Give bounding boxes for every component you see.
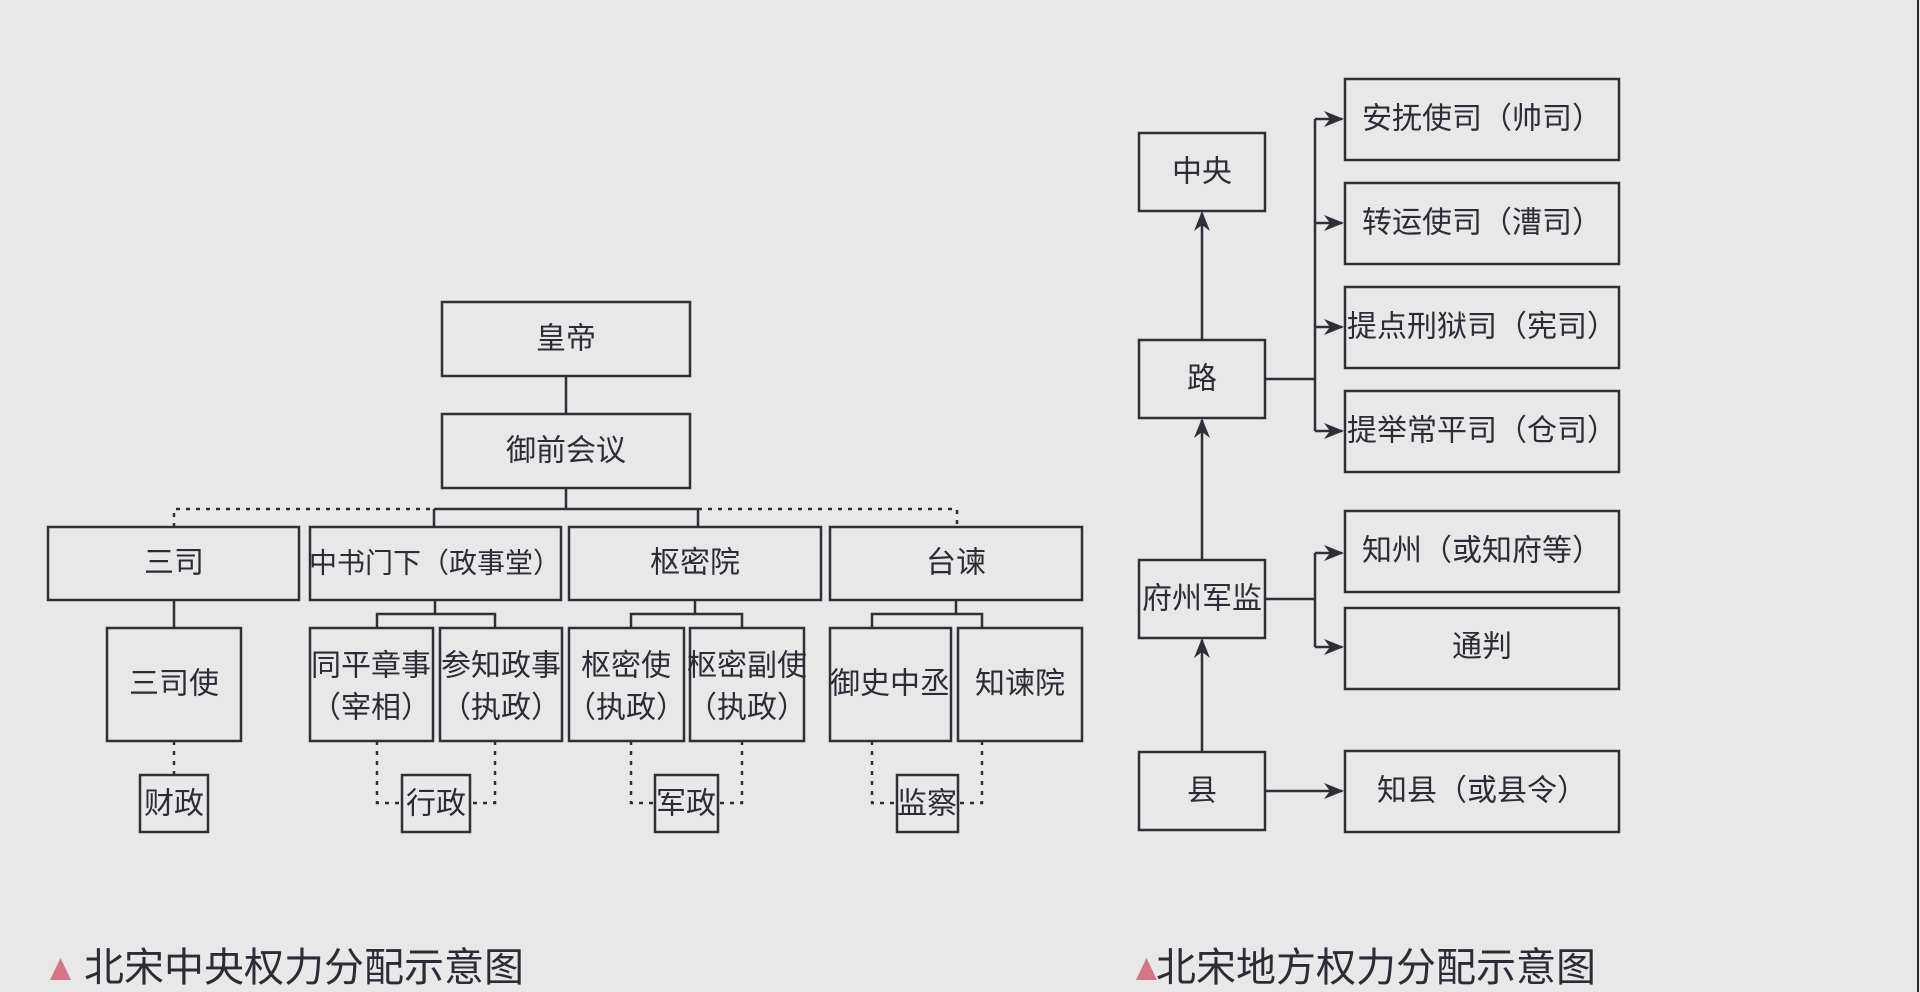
node-dept-shumi: 枢密院 <box>567 525 823 602</box>
zhijianyuan-label: 知谏院 <box>975 667 1065 702</box>
dotted-shumi-military <box>629 741 744 805</box>
node-council: 御前会议 <box>440 412 692 490</box>
canzhizhengshi-note: （执政） <box>441 691 561 726</box>
local-power-diagram: 中央 路 府州军监 县 安抚使司（帅司） 转运使司（漕司） <box>1136 77 1621 991</box>
yushizhongcheng-label: 御史中丞 <box>830 667 950 702</box>
node-lu-label: 路 <box>1187 362 1217 397</box>
node-lu: 路 <box>1137 338 1267 420</box>
node-tongpan: 通判 <box>1343 606 1621 691</box>
node-emperor: 皇帝 <box>440 300 692 378</box>
node-tijuchangpingsi: 提举常平司（仓司） <box>1343 389 1621 474</box>
shumifushi-note: （执政） <box>687 691 807 726</box>
triangle-marker-icon <box>1136 958 1157 980</box>
node-fuzhoujunjian: 府州军监 <box>1137 558 1267 640</box>
shumifushi-label: 枢密副使 <box>687 649 807 684</box>
central-power-diagram: 皇帝 御前会议 三司 中书门下（政事堂） 枢密院 台谏 <box>46 300 1084 991</box>
shumishi-label: 枢密使 <box>581 649 671 684</box>
zhixian-label: 知县（或县令） <box>1377 774 1587 809</box>
dept-taijian-label: 台谏 <box>926 546 986 581</box>
node-xian-label: 县 <box>1187 774 1217 809</box>
sansishi-label: 三司使 <box>129 667 219 702</box>
power-administration-label: 行政 <box>406 787 466 822</box>
tongpingzhangshi-note: （宰相） <box>311 691 431 726</box>
connector-shumi-children <box>629 600 744 628</box>
node-sansishi: 三司使 <box>105 626 243 743</box>
node-central-label: 中央 <box>1172 155 1232 190</box>
node-dept-zhongshu: 中书门下（政事堂） <box>308 525 563 602</box>
dept-shumi-label: 枢密院 <box>650 546 740 581</box>
node-tongpingzhangshi: 同平章事 （宰相） <box>308 626 435 743</box>
anfushisi-label: 安抚使司（帅司） <box>1362 102 1602 137</box>
node-shumishi: 枢密使 （执政） <box>566 626 686 743</box>
node-anfushisi: 安抚使司（帅司） <box>1343 77 1621 162</box>
power-supervision-label: 监察 <box>897 787 957 822</box>
zhizhou-label: 知州（或知府等） <box>1362 534 1602 569</box>
tidianxingyusi-label: 提点刑狱司（宪司） <box>1347 310 1617 345</box>
node-tidianxingyusi: 提点刑狱司（宪司） <box>1343 285 1621 370</box>
triangle-marker-icon <box>50 958 71 980</box>
node-zhuanyunshisi: 转运使司（漕司） <box>1343 181 1621 266</box>
node-emperor-label: 皇帝 <box>536 322 596 357</box>
power-military-label: 军政 <box>656 787 716 822</box>
dept-sansi-label: 三司 <box>144 546 204 581</box>
zhuanyunshisi-label: 转运使司（漕司） <box>1362 206 1602 241</box>
dotted-zhongshu-admin <box>375 741 497 805</box>
node-zhixian: 知县（或县令） <box>1343 749 1621 834</box>
node-xian: 县 <box>1137 750 1267 832</box>
node-dept-taijian: 台谏 <box>828 525 1084 602</box>
node-yushizhongcheng: 御史中丞 <box>828 626 953 743</box>
dotted-taijian-supervision <box>870 741 984 805</box>
node-shumifushi: 枢密副使 （执政） <box>687 626 807 743</box>
connector-bus-dotted-right <box>698 507 959 527</box>
node-council-label: 御前会议 <box>506 434 626 469</box>
local-caption: 北宋地方权力分配示意图 <box>1156 945 1596 991</box>
node-power-supervision: 监察 <box>895 773 960 834</box>
node-dept-sansi: 三司 <box>46 525 301 602</box>
right-edge-divider <box>1917 0 1919 992</box>
canzhizhengshi-label: 参知政事 <box>441 649 561 684</box>
node-zhijianyuan: 知谏院 <box>956 626 1084 743</box>
central-caption: 北宋中央权力分配示意图 <box>84 945 524 991</box>
tongpingzhangshi-label: 同平章事 <box>311 649 431 684</box>
power-finance-label: 财政 <box>144 787 204 822</box>
tongpan-label: 通判 <box>1452 630 1512 665</box>
dept-zhongshu-label: 中书门下（政事堂） <box>309 547 561 580</box>
node-power-administration: 行政 <box>400 773 472 834</box>
node-zhizhou: 知州（或知府等） <box>1343 509 1621 594</box>
node-power-military: 军政 <box>653 773 720 834</box>
shumishi-note: （执政） <box>566 691 686 726</box>
tijuchangpingsi-label: 提举常平司（仓司） <box>1347 414 1617 449</box>
connector-zhongshu-children <box>375 600 497 628</box>
connector-taijian-children <box>870 600 984 628</box>
connector-bus-dotted-left <box>172 507 434 527</box>
node-fuzhoujunjian-label: 府州军监 <box>1142 582 1262 617</box>
node-central: 中央 <box>1137 131 1267 213</box>
node-power-finance: 财政 <box>138 773 210 834</box>
node-canzhizhengshi: 参知政事 （执政） <box>438 626 564 743</box>
